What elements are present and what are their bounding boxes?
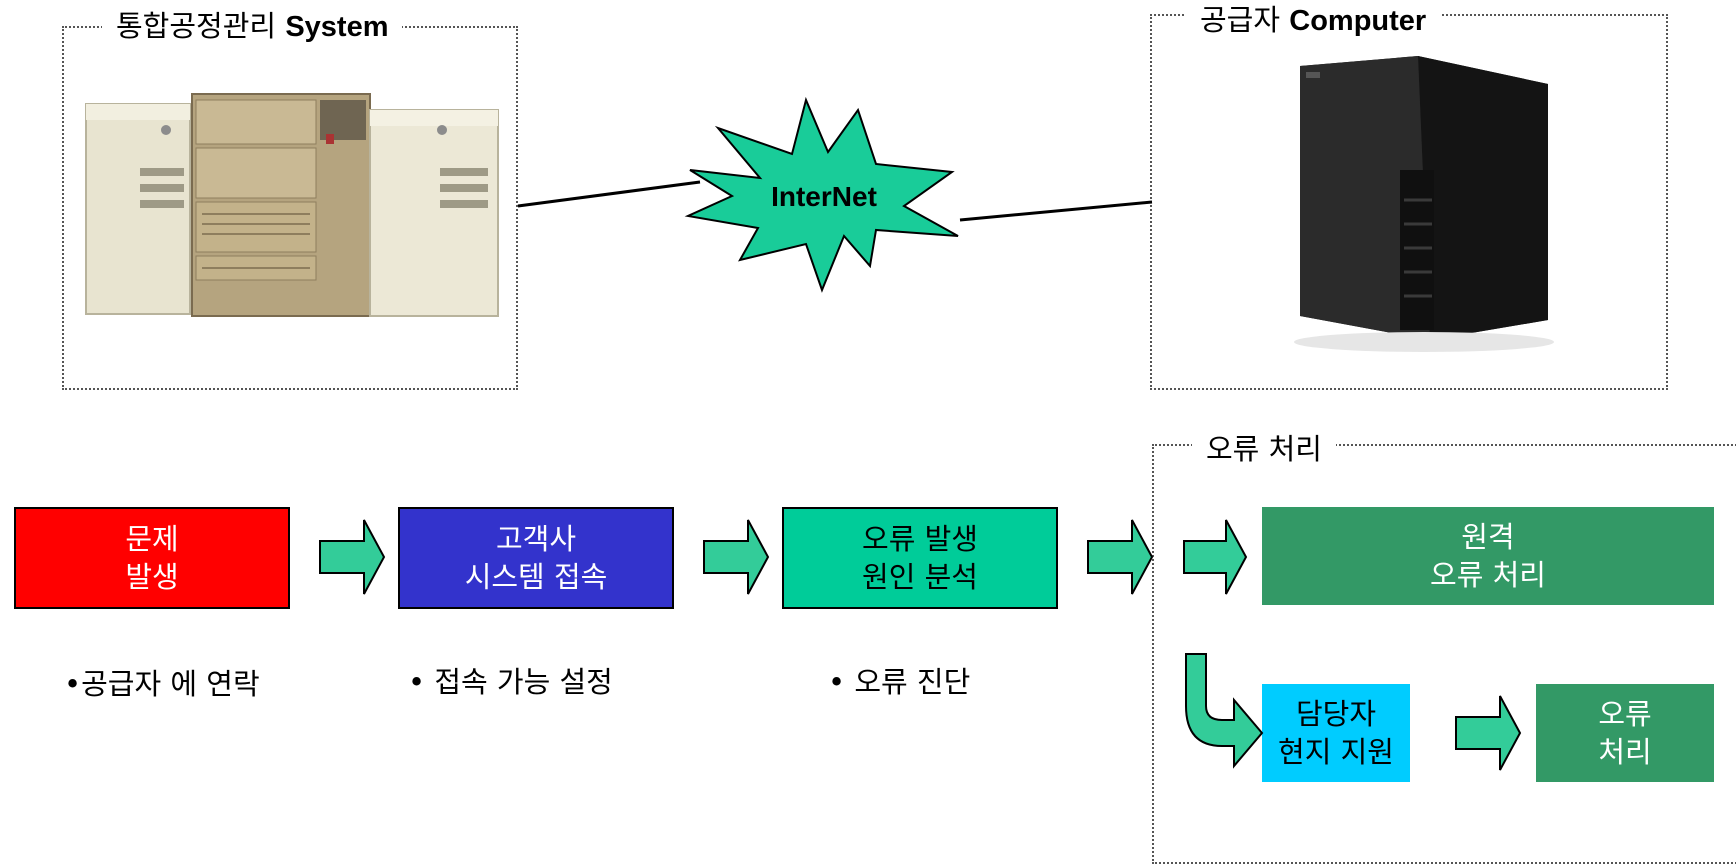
process-box-connect: 고객사 시스템 접속: [398, 507, 674, 609]
internet-burst-icon: [684, 96, 959, 293]
supplier-frame-title: 공급자 Computer: [1186, 2, 1441, 39]
process-box-problem: 문제 발생: [14, 507, 290, 609]
arrow-icon-2: [703, 519, 770, 595]
error-frame-title: 오류 처리: [1192, 431, 1336, 467]
curved-arrow-icon: [1185, 653, 1264, 769]
note-error-diagnosis: • 오류 진단: [828, 665, 971, 699]
diagram-graphics: InterNet: [85, 56, 1554, 771]
arrow-icon-5: [1455, 695, 1522, 771]
arrow-icon-4: [1183, 519, 1248, 595]
remote-fix-box: 원격 오류 처리: [1262, 507, 1714, 605]
note-contact-supplier: •공급자 에 연락: [64, 667, 260, 701]
onsite-support-box: 담당자 현지 지원: [1262, 684, 1410, 782]
flow-arrows: [319, 519, 1522, 771]
final-fix-box: 오류 처리: [1536, 684, 1714, 782]
process-box-analyze: 오류 발생 원인 분석: [782, 507, 1058, 609]
server-cluster-icon: [85, 93, 499, 317]
link-line-left: [517, 180, 701, 208]
supplier-computer-icon: [1294, 56, 1554, 352]
system-frame-title: 통합공정관리 System: [102, 8, 403, 45]
arrow-icon-1: [319, 519, 386, 595]
note-enable-access: • 접속 가능 설정: [408, 665, 613, 699]
link-line-right: [959, 200, 1153, 222]
internet-label: InterNet: [771, 181, 877, 212]
arrow-icon-3: [1087, 519, 1154, 595]
